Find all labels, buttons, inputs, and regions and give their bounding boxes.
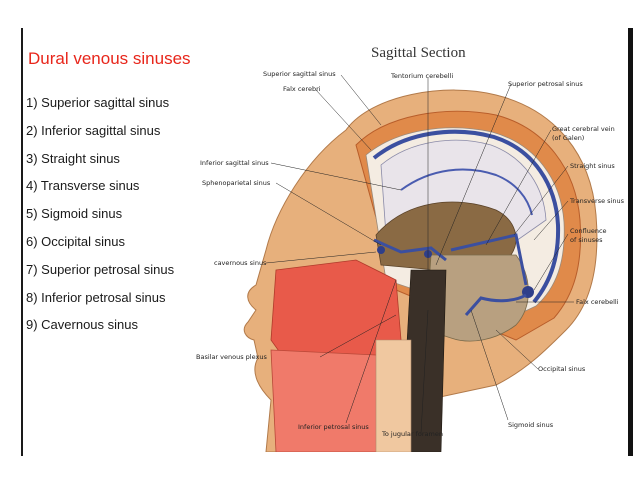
sinus-list: 1) Superior sagittal sinus 2) Inferior s… [26,93,174,343]
vertebra [375,339,412,452]
leader-lines [265,74,574,434]
label-occipital-sinus: Occipital sinus [538,365,586,373]
label-transverse-sinus: Transverse sinus [570,197,624,205]
sagittal-section-figure: Sagittal Section Superior sagittal sinus… [196,40,636,452]
label-confluence: Confluence [570,227,607,235]
sinus-list-item: 8) Inferior petrosal sinus [26,289,166,305]
sinus-list-item: 4) Transverse sinus [26,178,140,194]
label-falx-cerebelli: Falx cerebelli [576,298,619,306]
inferior-sagittal-sinus [400,168,533,216]
label-superior-sagittal-sinus: Superior sagittal sinus [263,70,336,78]
cavernous-node [377,246,385,254]
sinus-list-item: 7) Superior petrosal sinus [26,261,175,277]
sinus-list-item: 6) Occipital sinus [26,233,125,249]
sinus-list-item: 3) Straight sinus [26,150,120,166]
left-border-line [21,28,23,456]
label-tentorium-cerebelli: Tentorium cerebelli [391,72,454,80]
sinus-list-item: 5) Sigmoid sinus [26,206,123,222]
sinus-list-item: 9) Cavernous sinus [26,317,138,333]
right-border-line [628,28,633,456]
straight-sinus [450,233,528,286]
sinus-list-item: 1) Superior sagittal sinus [26,95,170,110]
cavernous-sinus [373,238,447,262]
label-falx-cerebri: Falx cerebri [283,85,321,93]
sigmoid-sinus [464,293,527,316]
tentorium-region [375,201,517,271]
label-cavernous-sinus: cavernous sinus [214,259,267,267]
label-inferior-sagittal-sinus: Inferior sagittal sinus [200,159,269,167]
slide-title: Dural venous sinuses [28,49,191,68]
superior-sagittal-sinus [372,129,561,304]
label-superior-petrosal-sinus: Superior petrosal sinus [508,80,583,88]
label-great-cerebral-vein: Great cerebral vein [552,125,615,133]
label-straight-sinus: Straight sinus [570,162,615,170]
label-great-cerebral-vein-galen: (of Galen) [552,134,585,142]
head-illustration [243,74,598,452]
figure-title: Sagittal Section [371,45,466,61]
label-sigmoid-sinus: Sigmoid sinus [508,421,554,429]
sinus-list-item: 2) Inferior sagittal sinus [26,122,161,138]
label-sphenoparietal-sinus: Sphenoparietal sinus [202,179,271,187]
label-basilar-venous-plexus: Basilar venous plexus [196,353,267,361]
label-to-jugular-foramen: To jugular foramen [382,430,443,438]
label-of-sinuses: of sinuses [570,236,603,244]
label-inferior-petrosal-sinus: Inferior petrosal sinus [298,423,369,431]
